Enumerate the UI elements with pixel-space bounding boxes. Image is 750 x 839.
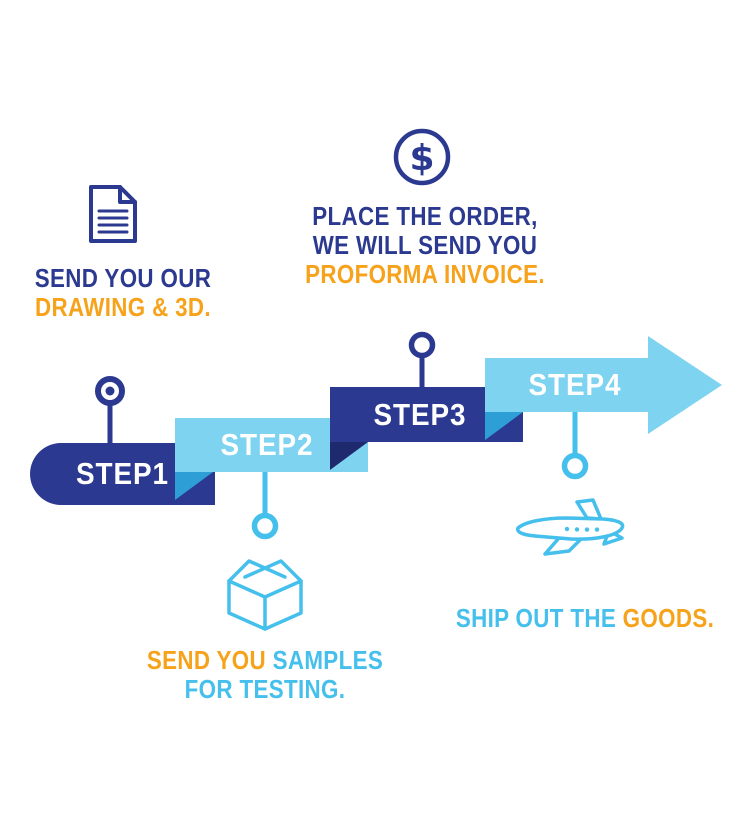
airplane-fuselage: [515, 516, 625, 541]
step2-caption-line1-blue: SAMPLES: [272, 645, 384, 675]
dollar-coin-icon: $: [393, 128, 451, 186]
airplane-tail-fin: [575, 498, 603, 521]
step1-banner-label: STEP1: [76, 456, 169, 491]
step4-connector: [561, 410, 589, 480]
step2-caption-line2: FOR TESTING.: [184, 674, 346, 704]
step1-connector: [95, 376, 125, 446]
step2-connector-dot: [251, 512, 279, 540]
step1-caption: SEND YOU OUR DRAWING & 3D.: [22, 264, 225, 322]
box-flap-right: [243, 559, 303, 583]
step4-banner-label: STEP4: [528, 367, 622, 402]
dollar-symbol: $: [409, 138, 434, 179]
step2-caption: SEND YOU SAMPLES FOR TESTING.: [132, 646, 399, 704]
step2-caption-line1-orange: SEND YOU: [146, 645, 273, 675]
airplane-window: [564, 526, 570, 532]
step3-caption-line2: WE WILL SEND YOU: [312, 230, 538, 260]
step4-connector-dot: [561, 452, 589, 480]
airplane-window: [594, 527, 600, 532]
step3-fold: [330, 442, 368, 470]
step3-connector-dot: [408, 331, 436, 359]
document-icon: [89, 185, 137, 243]
step1-caption-line2: DRAWING & 3D.: [35, 292, 211, 322]
step4-caption-blue: SHIP OUT THE: [455, 603, 623, 633]
step2-banner-label: STEP2: [220, 427, 314, 462]
step1-banner-shape: [30, 443, 215, 505]
step2-fold: [175, 472, 213, 500]
box-flap-left: [227, 559, 287, 583]
step4-caption: SHIP OUT THE GOODS.: [447, 604, 722, 633]
step2-connector: [251, 470, 279, 540]
coin-circle: [393, 128, 451, 186]
airplane-window: [574, 527, 580, 532]
step2-caption-line1: SEND YOU SAMPLES: [132, 646, 399, 675]
document-fold-corner: [118, 185, 137, 204]
step3-caption-line3: PROFORMA INVOICE.: [305, 259, 545, 289]
airplane-window: [584, 527, 590, 532]
step1-connector-dot-center: [105, 386, 115, 396]
step4-fold: [485, 412, 523, 440]
airplane-icon: [515, 498, 625, 556]
step3-connector: [408, 331, 436, 389]
step3-banner-label: STEP3: [373, 397, 467, 432]
step1-caption-line1: SEND YOU OUR: [34, 263, 212, 293]
step3-caption: PLACE THE ORDER, WE WILL SEND YOU PROFOR…: [303, 202, 547, 289]
step4-arrow-shape: [485, 336, 722, 434]
step3-caption-line1: PLACE THE ORDER,: [312, 201, 538, 231]
step4-caption-orange: GOODS.: [622, 603, 715, 633]
package-box-icon: [227, 559, 303, 631]
